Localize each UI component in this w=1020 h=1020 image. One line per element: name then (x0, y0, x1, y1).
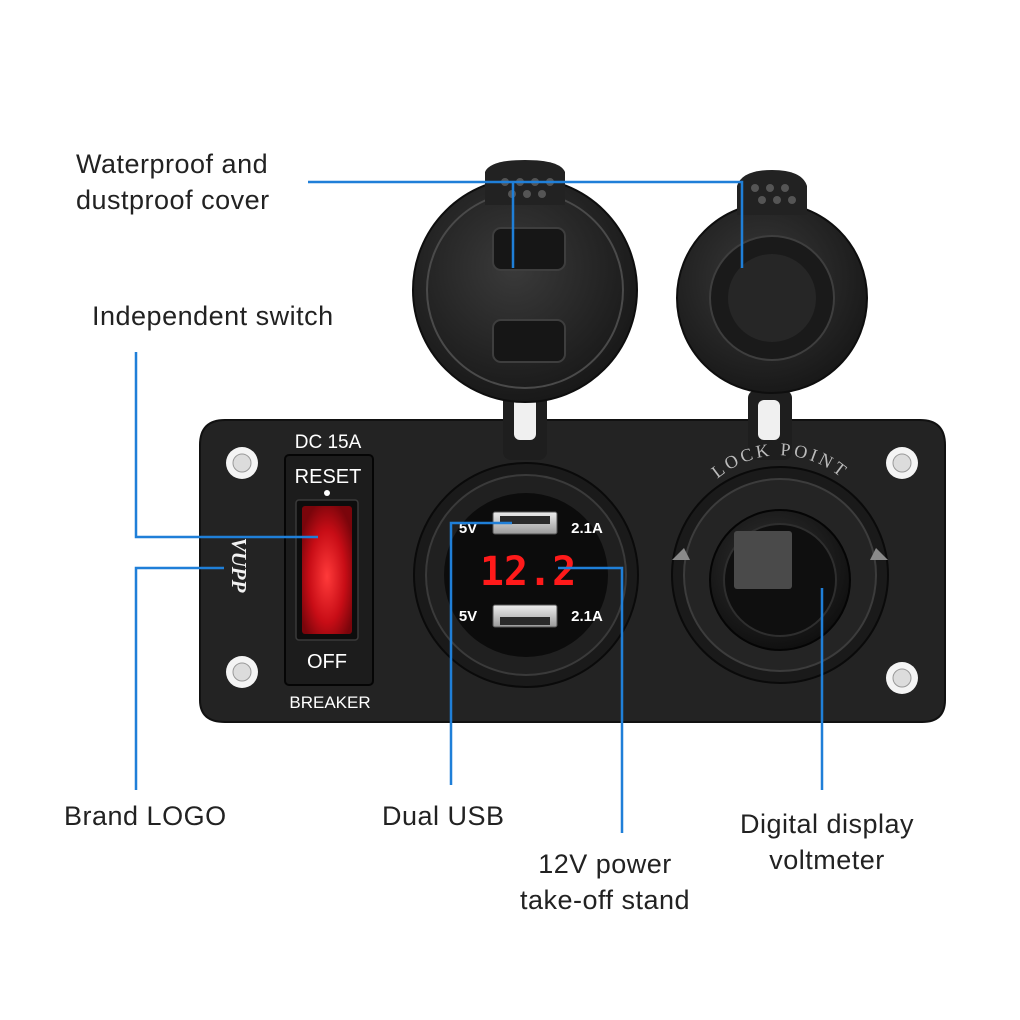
socket-contact[interactable] (734, 531, 792, 589)
usb-top-current: 2.1A (571, 520, 603, 537)
breaker-label: BREAKER (289, 693, 370, 712)
callout-line-usb (449, 521, 512, 785)
callout-usb-text: Dual USB (382, 801, 505, 831)
mounting-hole (886, 662, 918, 694)
callout-cover-line1: Waterproof and (76, 149, 269, 179)
callout-logo: Brand LOGO (64, 798, 227, 834)
callout-voltmeter-line2: voltmeter (769, 845, 885, 875)
voltage-display: 12.2 (480, 549, 576, 595)
callout-stand: 12V power take-off stand (498, 846, 712, 918)
callout-stand-line1: 12V power (538, 849, 672, 879)
socket-dust-cover (676, 170, 868, 460)
reset-label: RESET (295, 466, 362, 488)
usb-bottom-current: 2.1A (571, 608, 603, 625)
callout-voltmeter: Digital display voltmeter (720, 806, 934, 878)
callout-usb: Dual USB (382, 798, 505, 834)
mounting-hole (886, 447, 918, 479)
callout-stand-line2: take-off stand (519, 885, 691, 915)
brand-logo-text: VUPP (227, 538, 251, 593)
mounting-hole (226, 656, 258, 688)
usb-bottom-voltage: 5V (459, 608, 477, 625)
callout-line-stand (558, 566, 624, 833)
callout-line-logo (134, 566, 224, 790)
callout-cover: Waterproof and dustproof cover (76, 146, 270, 218)
callout-line-cover (308, 180, 744, 268)
callout-switch: Independent switch (92, 298, 334, 334)
callout-logo-text: Brand LOGO (64, 801, 227, 831)
callout-voltmeter-line1: Digital display (739, 809, 915, 839)
dual-usb-module: 5V 2.1A 12.2 5V 2.1A (413, 462, 639, 688)
off-label: OFF (307, 651, 347, 673)
mounting-hole (226, 447, 258, 479)
rocker-switch[interactable] (302, 506, 352, 634)
breaker-rating-text: DC 15A (295, 432, 362, 453)
breaker-switch-assembly: DC 15A RESET OFF BREAKER (284, 432, 374, 712)
usb-dust-cover (412, 160, 638, 460)
callout-switch-text: Independent switch (92, 301, 334, 331)
callout-line-switch (134, 352, 318, 539)
callout-cover-line2: dustproof cover (76, 185, 270, 215)
callout-lines (134, 180, 824, 833)
power-socket: LOCK POINT (671, 439, 889, 684)
